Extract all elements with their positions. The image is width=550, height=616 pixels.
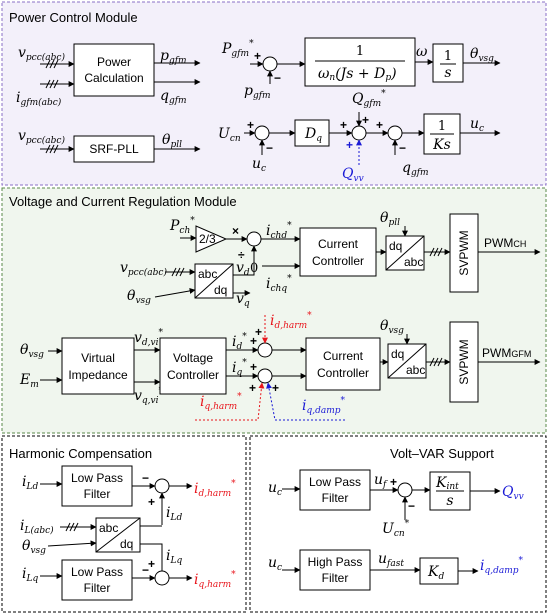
gain-23-block: [195, 225, 228, 253]
svg-text:Low Pass: Low Pass: [71, 471, 123, 485]
svg-text:×: ×: [232, 224, 239, 238]
svg-text:Filter: Filter: [84, 581, 111, 595]
svg-text:+: +: [255, 325, 262, 339]
svg-text:+: +: [247, 118, 254, 132]
srf-pll-block: [73, 135, 155, 163]
harm-section-title: Harmonic Compensation: [9, 446, 152, 461]
power-calc-label-2: Calculation: [84, 71, 143, 85]
svg-text:+: +: [346, 138, 353, 152]
svg-text:abc: abc: [198, 267, 217, 281]
svpwm-ch: [449, 213, 479, 293]
swing-block: [304, 37, 416, 87]
current-controller-ch: [299, 227, 377, 277]
svg-text:2/3: 2/3: [199, 232, 216, 246]
svg-text:abc: abc: [404, 255, 423, 269]
svg-text:dq: dq: [389, 239, 402, 253]
svg-text:dq: dq: [214, 283, 227, 297]
svg-text:SVPWM: SVPWM: [457, 230, 471, 275]
svg-text:+: +: [148, 557, 155, 571]
svg-text:Voltage: Voltage: [173, 351, 213, 365]
svg-text:+: +: [340, 118, 347, 132]
svg-text:+: +: [362, 113, 369, 127]
voltage-controller-block: [159, 337, 227, 395]
svg-text:+: +: [376, 118, 383, 132]
kd-block: [419, 557, 459, 585]
svg-text:−: −: [142, 563, 149, 577]
svg-text:ω: ω: [416, 44, 428, 60]
svg-text:ωn(Js + Dp): ωn(Js + Dp): [318, 66, 397, 83]
svg-text:+: +: [272, 381, 279, 395]
svg-text:1: 1: [438, 119, 446, 134]
svg-text:SVPWM: SVPWM: [457, 339, 471, 384]
svg-text:0: 0: [250, 261, 258, 276]
lpf-d-block: [61, 465, 133, 507]
svg-text:Virtual: Virtual: [81, 351, 115, 365]
svg-text:−: −: [274, 71, 281, 85]
svg-text:abc: abc: [406, 363, 425, 377]
svg-text:+: +: [148, 495, 155, 509]
svg-text:PWMCH: PWMCH: [484, 236, 526, 250]
svg-text:dq: dq: [391, 347, 404, 361]
svg-text:Filter: Filter: [322, 571, 349, 585]
svg-text:Current: Current: [318, 237, 359, 251]
svg-text:dq: dq: [120, 537, 133, 551]
svg-text:−: −: [142, 471, 149, 485]
svg-text:s: s: [446, 493, 453, 509]
power-calc-label-1: Power: [97, 55, 131, 69]
vc-section-title: Voltage and Current Regulation Module: [9, 194, 237, 209]
svg-text:÷: ÷: [238, 248, 245, 262]
volt-section-title: Volt–VAR Support: [390, 446, 494, 461]
svg-text:PWMGFM: PWMGFM: [482, 346, 531, 360]
svg-text:+: +: [250, 334, 257, 348]
virtual-impedance-block: [61, 337, 135, 395]
svg-text:Controller: Controller: [312, 254, 364, 268]
svg-text:Controller: Controller: [167, 368, 219, 382]
swing-num: 1: [356, 44, 364, 59]
svg-text:+: +: [249, 381, 256, 395]
dq-gain-block: [294, 119, 330, 147]
svg-text:−: −: [266, 141, 273, 155]
srf-pll-label: SRF-PLL: [89, 142, 139, 156]
svg-text:−: −: [408, 499, 415, 513]
svg-text:Ks: Ks: [432, 137, 451, 153]
svg-text:Low Pass: Low Pass: [309, 475, 361, 489]
svg-text:Filter: Filter: [84, 487, 111, 501]
volt-section-frame: [249, 435, 547, 613]
svg-text:Current: Current: [323, 349, 364, 363]
lpf-vv-block: [299, 469, 371, 511]
svg-text:s: s: [444, 65, 451, 81]
svg-text:abc: abc: [99, 521, 118, 535]
svg-text:+: +: [254, 49, 261, 63]
svg-text:Impedance: Impedance: [68, 368, 128, 382]
integrator-block: [432, 43, 464, 83]
svg-text:−: −: [399, 141, 406, 155]
svg-text:Low Pass: Low Pass: [71, 565, 123, 579]
svg-text:1: 1: [444, 49, 452, 64]
power-calculation-block: [73, 43, 155, 97]
lpf-q-block: [61, 559, 133, 601]
current-controller-gfm: [305, 337, 381, 391]
svg-text:Filter: Filter: [322, 491, 349, 505]
svg-text:High Pass: High Pass: [308, 555, 363, 569]
power-section-title: Power Control Module: [9, 10, 138, 25]
svg-text:Controller: Controller: [317, 366, 369, 380]
svg-text:+: +: [390, 475, 397, 489]
svg-text:+: +: [250, 360, 257, 374]
